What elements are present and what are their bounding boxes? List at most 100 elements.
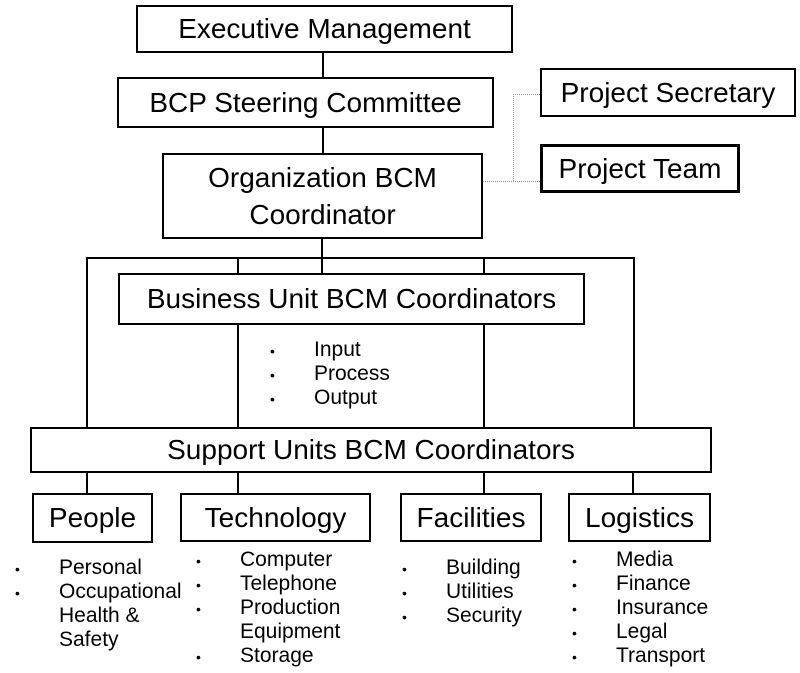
list-item: • Storage [196,644,340,668]
bullet-icon: • [402,561,407,577]
node-project-secretary-label: Project Secretary [560,76,776,108]
list-item: • Security [402,604,522,628]
list-item: Equipment [196,620,340,644]
connector-steering-to-org [322,128,324,153]
list-item-label: Legal [616,620,668,643]
dotted-link-to-project-team [483,181,540,182]
bullet-icon: • [402,585,407,601]
bullet-icon: • [402,609,407,625]
connector-executive-to-steering [322,53,324,77]
node-project-team-label: Project Team [558,152,722,184]
node-facilities: Facilities [400,493,542,542]
bullet-icon: • [196,553,201,569]
connector-bus-inner-right-drop [483,257,485,427]
list-item: • Production [196,596,340,620]
bullet-icon: • [196,577,201,593]
list-item: • Input [270,338,390,362]
node-technology-label: Technology [204,501,347,533]
facilities-list: • Building • Utilities • Security [402,556,522,628]
node-business-unit-bcm-coordinators: Business Unit BCM Coordinators [118,273,585,325]
node-organization-bcm-coordinator-line1: Organization BCM [208,162,437,193]
list-item-label: Media [616,548,674,571]
list-item-label: Security [446,604,522,627]
node-organization-bcm-coordinator: Organization BCM Coordinator [162,153,483,239]
node-logistics-label: Logistics [585,501,694,533]
node-organization-bcm-coordinator-line2: Coordinator [249,199,396,230]
list-item: • Media [572,548,708,572]
list-item: • Legal [572,620,708,644]
node-logistics: Logistics [568,493,711,542]
list-item: •Insurance [572,596,708,620]
bullet-icon: • [572,553,577,569]
list-item: • Utilities [402,580,522,604]
list-item: • Process [270,362,390,386]
bullet-icon: • [196,601,201,617]
bullet-icon: • [572,649,577,665]
list-item-label: Health & [59,604,140,627]
list-item-label: Input [314,338,361,361]
node-project-secretary: Project Secretary [540,68,796,117]
list-item: Health & [15,604,182,628]
connector-bus-right-drop [633,257,635,427]
list-item: • Personal [15,556,182,580]
list-item-label: Telephone [240,572,337,595]
list-item-label: Safety [59,628,119,651]
list-item-label: Equipment [240,620,341,643]
connector-org-to-business-unit [321,238,323,274]
logistics-list: • Media • Finance •Insurance • Legal • Trans… [572,548,708,668]
list-item-label: Output [314,386,378,409]
node-bcp-steering-committee: BCP Steering Committee [117,77,494,128]
node-technology: Technology [180,493,371,542]
list-item-label: Transport [616,644,706,667]
connector-support-to-people [86,473,88,493]
connector-bus-horizontal [86,257,635,259]
list-item: • Building [402,556,522,580]
bullet-icon: • [270,367,275,383]
list-item: • Telephone [196,572,340,596]
bullet-icon: • [196,649,201,665]
bullet-icon: • [270,343,275,359]
list-item: • Finance [572,572,708,596]
list-item-label: Process [314,362,390,385]
list-item-label: Production [240,596,341,619]
node-facilities-label: Facilities [416,501,526,533]
node-business-unit-bcm-coordinators-label: Business Unit BCM Coordinators [146,283,557,314]
connector-support-to-technology [237,473,239,493]
node-executive-management: Executive Management [136,5,513,53]
node-people: People [32,493,153,543]
connector-bus-left-drop [86,257,88,427]
list-item-label: Finance [616,572,691,595]
list-item: • Output [270,386,390,410]
list-item-label: Building [446,556,521,579]
node-project-team: Project Team [540,144,740,193]
connector-bus-inner-left-drop [237,257,239,427]
list-item: • Transport [572,644,708,668]
bullet-icon: • [572,625,577,641]
node-support-units-bcm-coordinators-label: Support Units BCM Coordinators [167,434,575,465]
list-item-label: Storage [240,644,314,667]
bullet-icon: • [15,561,20,577]
dotted-link-to-project-secretary [513,94,540,95]
connector-support-to-logistics [632,473,634,493]
bullet-icon: • [572,577,577,593]
node-bcp-steering-committee-label: BCP Steering Committee [149,86,462,118]
dotted-link-vertical [513,94,514,181]
business-unit-list: • Input • Process • Output [270,338,390,410]
list-item-label: Personal [59,556,142,579]
bullet-icon: • [15,585,20,601]
node-support-units-bcm-coordinators: Support Units BCM Coordinators [30,427,712,473]
node-executive-management-label: Executive Management [178,13,471,44]
list-item: Safety [15,628,182,652]
connector-support-to-facilities [483,473,485,493]
node-people-label: People [48,502,137,533]
list-item: • Computer [196,548,340,572]
list-item-label: Occupational [59,580,182,603]
list-item: • Occupational [15,580,182,604]
list-item-label: Computer [240,548,333,571]
list-item-label: Utilities [446,580,514,603]
technology-list: • Computer • Telephone • Production Equipme… [196,548,340,668]
bullet-icon: • [270,391,275,407]
people-list: • Personal • Occupational Health & Safety [15,556,182,652]
bullet-icon: • [572,601,577,617]
